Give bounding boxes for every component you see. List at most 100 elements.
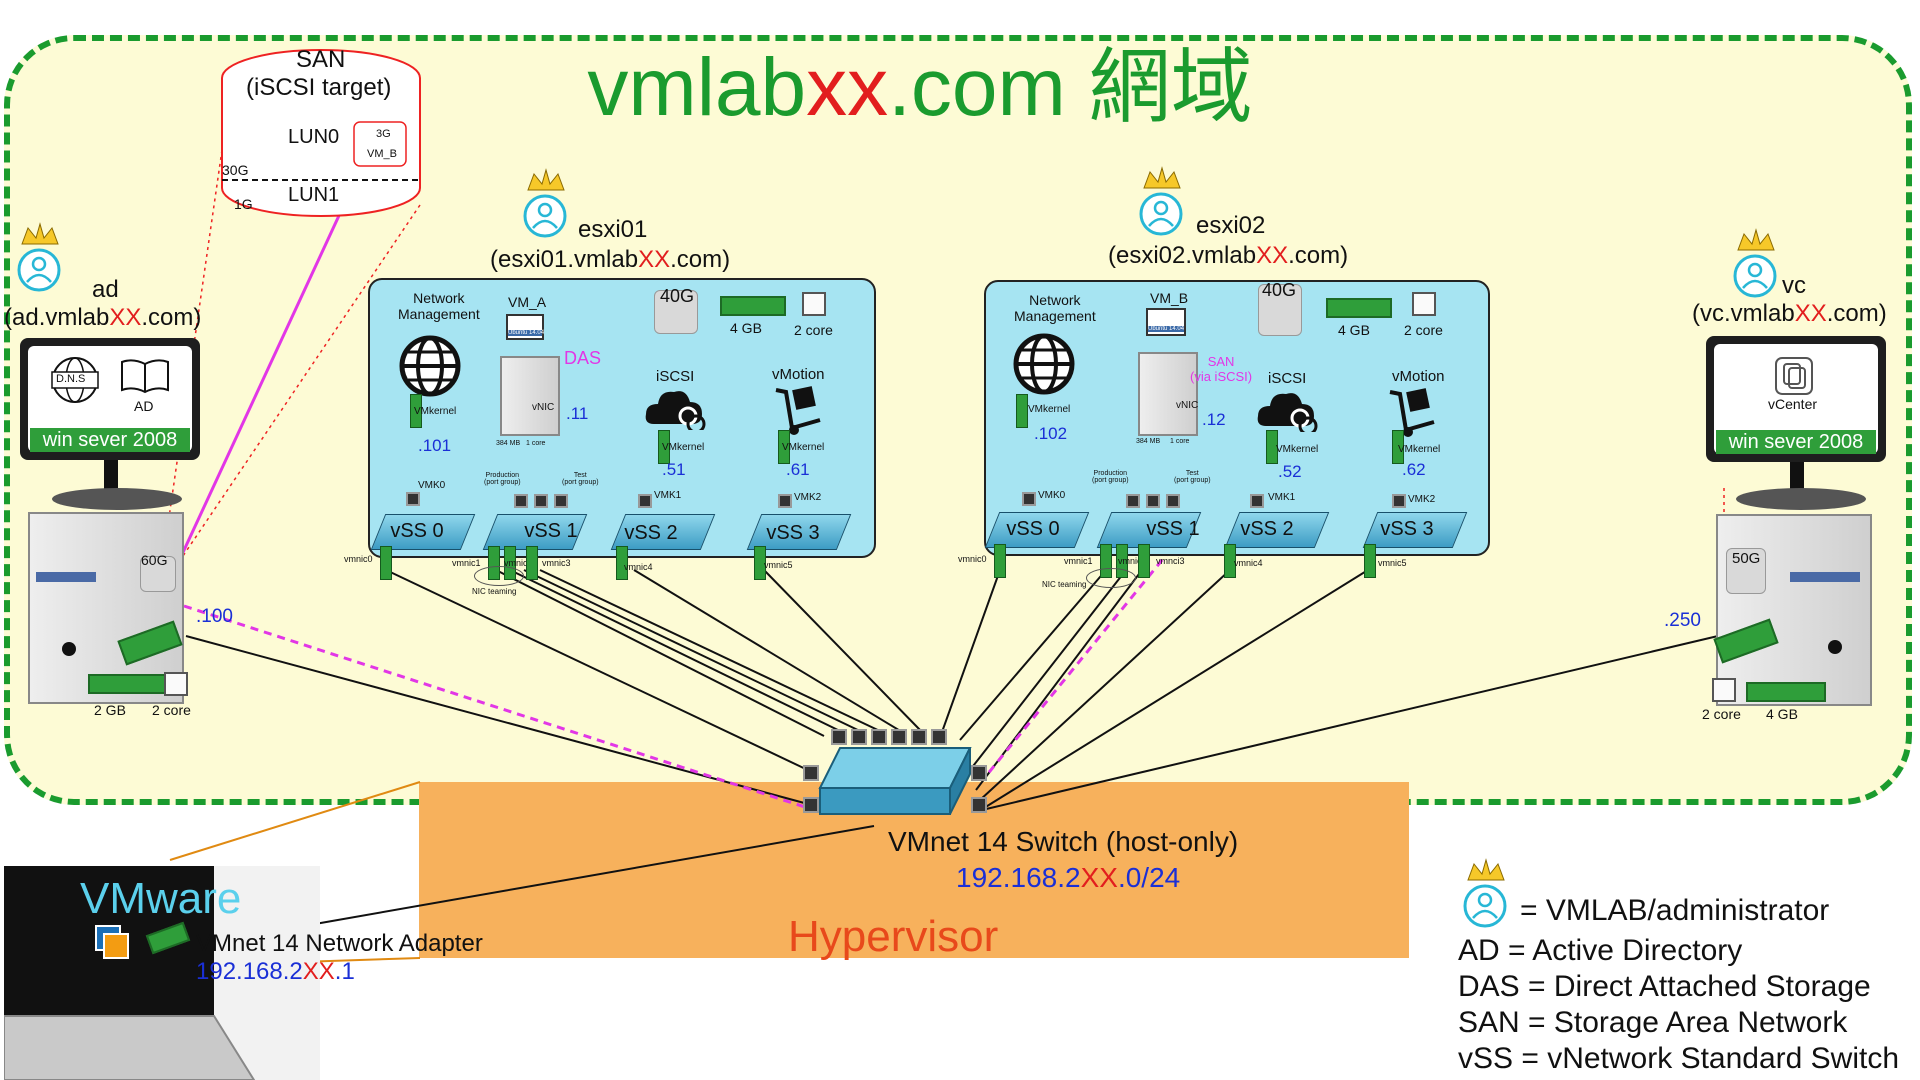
vc-cpu-icon bbox=[1712, 678, 1736, 702]
esxi02-ram-label: 4 GB bbox=[1338, 322, 1370, 338]
esxi01-vmnic5 bbox=[754, 546, 766, 580]
esxi02-iscsi-label: iSCSI bbox=[1268, 370, 1307, 387]
esxi02-vm-mem: 384 MB bbox=[1136, 438, 1161, 445]
book-icon bbox=[121, 359, 169, 394]
esxi02-vmnic2-label: vmnic2 bbox=[1118, 556, 1147, 566]
san-1g-label: 1G bbox=[234, 196, 253, 212]
esxi02-vss2-label: vSS 2 bbox=[1240, 518, 1294, 540]
esxi01-fqdn: (esxi01.vmlabXX.com) bbox=[490, 246, 731, 273]
esxi01-vmnic5-label: vmnic5 bbox=[764, 560, 793, 570]
ad-tower bbox=[28, 512, 184, 704]
vc-disk-label: 50G bbox=[1732, 550, 1761, 567]
esxi01-pg-port-3 bbox=[554, 494, 568, 508]
esxi01-vmotion-label: vMotion bbox=[772, 366, 825, 383]
esxi02-cpu-icon bbox=[1412, 292, 1436, 316]
esxi01-vmnic1-label: vmnic1 bbox=[452, 558, 481, 568]
esxi02-vmk-iscsi-nic bbox=[1266, 430, 1278, 464]
vc-fqdn: (vc.vmlabXX.com) bbox=[1692, 300, 1887, 327]
esxi02-teaming-ring bbox=[1086, 568, 1136, 588]
lun1-label: LUN1 bbox=[288, 184, 340, 206]
esxi01-ram-label: 4 GB bbox=[730, 320, 762, 336]
esxi02-vmnic5 bbox=[1364, 544, 1376, 578]
esxi02-vmnic1-label: vmnic1 bbox=[1064, 556, 1093, 566]
esxi02-vmk1-label: VMK1 bbox=[1268, 492, 1296, 503]
esxi02-vss0-label: vSS 0 bbox=[1006, 518, 1060, 540]
cloud-link-icon bbox=[1257, 393, 1318, 432]
esxi02-vmnic4 bbox=[1224, 544, 1236, 578]
vc-monitor-stand bbox=[1790, 462, 1804, 492]
vc-name: vc bbox=[1782, 272, 1806, 299]
lun0-label: LUN0 bbox=[288, 126, 340, 148]
esxi02-production-label: Production (port group) bbox=[1092, 470, 1129, 484]
vc-ram-icon bbox=[1746, 682, 1826, 702]
vc-ip: .250 bbox=[1664, 610, 1701, 631]
esxi02-vm-os: Ubuntu 14.04 bbox=[1148, 326, 1185, 332]
esxi02-cpu-label: 2 core bbox=[1404, 322, 1443, 338]
domain-title: vmlabxx.com 網域 bbox=[587, 42, 1253, 133]
vc-monitor-base bbox=[1736, 488, 1866, 510]
ad-disk-label: 60G bbox=[141, 552, 168, 568]
esxi02-pg-port-2 bbox=[1146, 494, 1160, 508]
esxi02-vmk-mgmt-nic bbox=[1016, 394, 1028, 428]
esxi02-test-label: Test (port group) bbox=[1174, 470, 1211, 484]
esxi01-ip-vnic: .11 bbox=[566, 404, 589, 423]
san-subtitle: (iSCSI target) bbox=[246, 74, 392, 101]
crown-user-icon bbox=[1139, 166, 1183, 236]
esxi01-vm-os: Ubuntu 14.04 bbox=[508, 330, 545, 336]
esxi02-vm-tower bbox=[1138, 352, 1198, 436]
vc-app-label: vCenter bbox=[1768, 396, 1818, 412]
esxi01-cpu-icon bbox=[802, 292, 826, 316]
esxi01-vmnic3-label: vmnic3 bbox=[542, 558, 571, 568]
esxi01-vmnic0 bbox=[380, 546, 392, 580]
esxi02-net-mgmt-label: Network Management bbox=[1014, 292, 1096, 324]
esxi01-vmkernel-iscsi: VMkernel bbox=[662, 442, 705, 453]
esxi01-vmk1-port bbox=[638, 494, 652, 508]
esxi02-vmnic0 bbox=[994, 544, 1006, 578]
esxi01-net-mgmt-label: Network Management bbox=[398, 290, 480, 322]
esxi01-vmnic0-label: vmnic0 bbox=[344, 554, 373, 564]
esxi01-cpu-label: 2 core bbox=[794, 322, 833, 338]
esxi01-iscsi-label: iSCSI bbox=[656, 368, 695, 385]
ad-monitor-stand bbox=[104, 460, 118, 490]
esxi01-vmk0-port bbox=[406, 492, 420, 506]
host-adapter-label: VMnet 14 Network Adapter bbox=[196, 930, 483, 957]
esxi02-vmnic3 bbox=[1138, 544, 1150, 578]
esxi01-teaming-ring bbox=[474, 566, 524, 586]
ad-cpu-label: 2 core bbox=[152, 702, 191, 718]
esxi01-ip-vmotion: .61 bbox=[786, 460, 810, 479]
hand-truck-icon bbox=[775, 386, 821, 435]
esxi01-vmk-vmotion-nic bbox=[778, 430, 790, 464]
vcenter-icon bbox=[1775, 357, 1813, 395]
esxi01-vnic-label: vNIC bbox=[532, 402, 555, 413]
esxi02-san-label: SAN (via iSCSI) bbox=[1190, 354, 1253, 384]
esxi02-teaming-label: NIC teaming bbox=[1042, 580, 1087, 589]
esxi01-vmk-mgmt-nic bbox=[410, 394, 422, 428]
ad-os-bar: win sever 2008 bbox=[30, 428, 190, 452]
esxi02-vmk2-port bbox=[1392, 494, 1406, 508]
esxi02-vmk1-port bbox=[1250, 494, 1264, 508]
esxi01-vm-label: VM_A bbox=[508, 294, 547, 310]
esxi01-disk-icon bbox=[654, 290, 698, 334]
crown-user-icon bbox=[523, 168, 567, 238]
ad-ram-label: 2 GB bbox=[94, 702, 126, 718]
esxi01-disk-label: 40G bbox=[660, 286, 695, 306]
esxi02-vmkernel-iscsi: VMkernel bbox=[1276, 444, 1319, 455]
hypervisor-label: Hypervisor bbox=[788, 912, 999, 961]
esxi01-vmnic4 bbox=[616, 546, 628, 580]
cloud-link-icon bbox=[645, 391, 706, 430]
esxi02-disk-label: 40G bbox=[1262, 280, 1297, 300]
crown-user-icon bbox=[1463, 858, 1507, 928]
esxi01-name: esxi01 bbox=[578, 216, 648, 243]
esxi02-vmnic3-label: vmnci3 bbox=[1156, 556, 1185, 566]
crown-user-icon bbox=[1733, 228, 1777, 298]
legend-das: DAS = Direct Attached Storage bbox=[1458, 970, 1871, 1003]
esxi02-vm-label: VM_B bbox=[1150, 290, 1189, 306]
esxi01-vm-mem: 384 MB bbox=[496, 440, 521, 447]
esxi02-vmnic0-label: vmnic0 bbox=[958, 554, 987, 564]
vc-disk-icon bbox=[1726, 548, 1766, 594]
host-ip: 192.168.2XX.1 bbox=[196, 958, 355, 985]
esxi01-vss1-label: vSS 1 bbox=[524, 520, 578, 542]
esxi02-vmkernel-vmotion: VMkernel bbox=[1398, 444, 1441, 455]
legend-san: SAN = Storage Area Network bbox=[1458, 1006, 1848, 1039]
